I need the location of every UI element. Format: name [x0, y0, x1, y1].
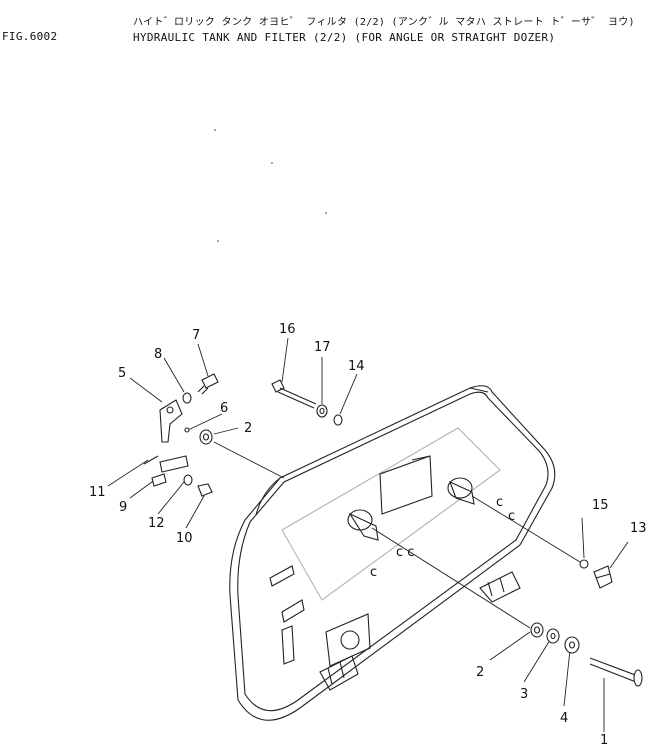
leader-lines [107, 337, 629, 732]
callout-3: 3 [520, 687, 528, 702]
part-washer-8 [182, 392, 192, 404]
part-bushing-2b [530, 622, 544, 638]
callout-12: 12 [148, 516, 165, 531]
callout-7: 7 [192, 328, 200, 343]
callout-15: 15 [592, 498, 609, 513]
callout-10: 10 [176, 531, 193, 546]
part-wire-11 [143, 455, 159, 465]
svg-text:c: c [508, 509, 515, 524]
callout-14: 14 [348, 359, 365, 374]
svg-text:c c: c c [396, 545, 414, 560]
callout-13: 13 [630, 521, 647, 536]
part-bolt-16 [271, 379, 317, 409]
callout-8: 8 [154, 347, 162, 362]
callout-16: 16 [279, 322, 296, 337]
svg-text:c: c [370, 565, 377, 580]
part-washer-3 [546, 628, 560, 644]
callout-11: 11 [89, 485, 106, 500]
part-washer-12 [183, 474, 193, 486]
callout-2-top: 2 [244, 421, 252, 436]
callout-6: 6 [220, 401, 228, 416]
part-plate-9 [151, 455, 189, 487]
part-bolt-1 [589, 657, 643, 687]
part-bushing-2a [199, 429, 213, 445]
callout-1: 1 [600, 733, 608, 744]
part-washer-14 [333, 414, 343, 426]
part-washer-4 [564, 636, 580, 654]
figure-number: FIG.6002 [2, 30, 58, 43]
part-bolt-7 [197, 373, 219, 395]
callout-17: 17 [314, 340, 331, 355]
part-pin-6 [184, 427, 190, 433]
callout-9: 9 [119, 500, 127, 515]
part-plug-13 [593, 565, 613, 589]
part-bolt-10 [197, 483, 213, 497]
callout-2-bottom: 2 [476, 665, 484, 680]
callout-5: 5 [118, 366, 126, 381]
title-english: HYDRAULIC TANK AND FILTER (2/2) (FOR ANG… [133, 31, 556, 44]
title-katakana: ハイト゛ロリック タンク オヨヒ゛ フィルタ (2/2) (アンク゛ル マタハ … [133, 17, 635, 28]
callout-4: 4 [560, 711, 568, 726]
svg-text:c: c [496, 495, 503, 510]
part-bracket-5 [159, 399, 183, 443]
part-washer-17 [316, 404, 328, 418]
hydraulic-tank: c c c c c [229, 385, 556, 721]
part-washer-15 [579, 559, 589, 569]
stray-specks [214, 129, 327, 242]
